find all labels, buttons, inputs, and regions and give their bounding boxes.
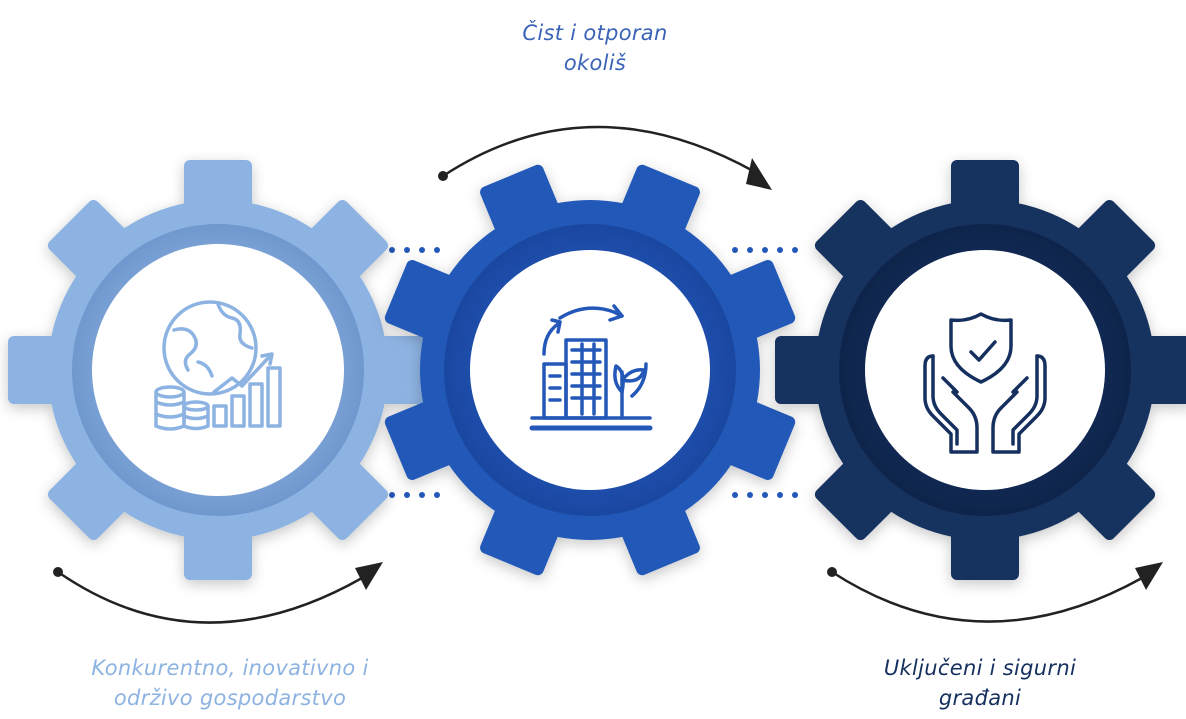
gear-environment [384,164,796,576]
gear-citizens [775,160,1186,580]
label-citizens-line1: Uključeni i sigurni [883,656,1077,680]
connector-right-bottom [732,492,798,498]
gear-environment-center [470,250,710,490]
label-environment: Čist i otporan okoliš [500,18,690,78]
label-economy-line1: Konkurentno, inovativno i [91,656,369,680]
label-environment-line2: okoliš [563,51,627,75]
label-citizens: Uključeni i sigurni građani [830,653,1130,713]
connector-right-top [732,247,798,253]
label-economy: Konkurentno, inovativno i održivo gospod… [40,653,420,713]
arrow-bottom-right [827,562,1163,623]
gear-citizens-center [865,250,1105,490]
gear-economy-center [92,244,344,496]
gear-economy [8,160,428,580]
dotted-connectors [389,247,798,498]
connector-left-bottom [389,492,440,498]
arrow-top [438,125,772,190]
globe-coins-growth-icon [154,300,282,431]
connector-left-top [389,247,440,253]
building-plant-cycle-icon [529,304,653,431]
hands-shield-check-icon [923,312,1047,454]
label-economy-line2: održivo gospodarstvo [113,686,347,710]
label-citizens-line2: građani [938,686,1022,710]
label-environment-line1: Čist i otporan [522,21,668,45]
arrow-bottom-left [53,562,383,624]
